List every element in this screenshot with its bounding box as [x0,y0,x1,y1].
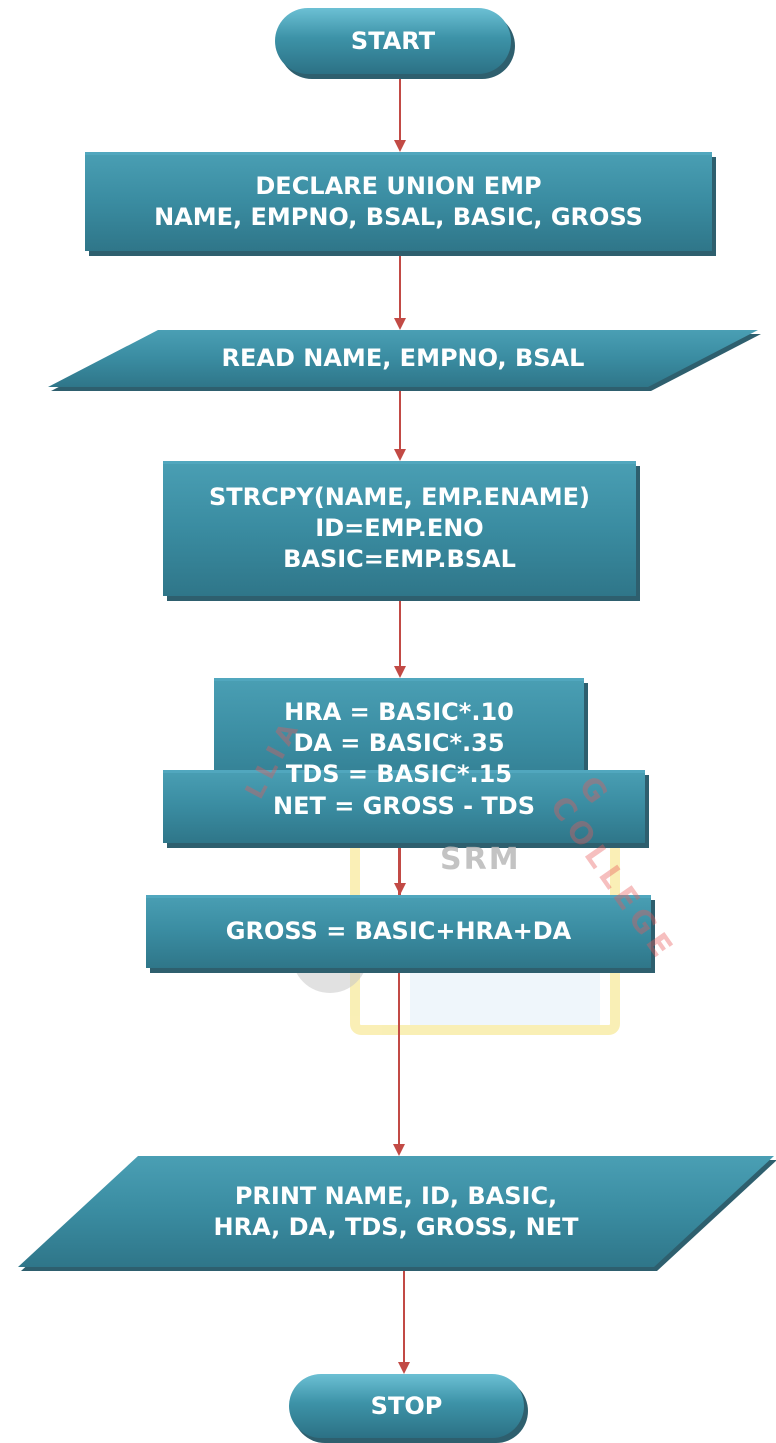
node-print-shape [18,1156,774,1267]
node-stop [289,1374,528,1443]
node-read-label: READ NAME, EMPNO, BSAL [221,344,585,372]
node-read-shape [48,330,758,387]
node-calc-label: HRA = BASIC*.10 DA = BASIC*.35 TDS = BAS… [284,698,514,788]
node-read [48,330,761,391]
node-net-highlight [163,770,645,773]
node-calc-highlight [214,678,584,681]
node-stop-label: STOP [370,1391,443,1420]
node-assign-label: STRCPY(NAME, EMP.ENAME) ID=EMP.ENO BASIC… [209,483,590,573]
node-net-shape [163,770,645,843]
node-declare-label: DECLARE UNION EMP NAME, EMPNO, BSAL, BAS… [154,171,643,231]
node-start [275,8,515,79]
node-gross-shape [146,895,651,968]
node-print-label: PRINT NAME, ID, BASIC, HRA, DA, TDS, GRO… [213,1181,579,1241]
node-declare-highlight [85,152,712,155]
node-gross-highlight [146,895,651,898]
node-declare-shape [85,152,712,251]
node-declare [85,152,716,256]
node-gross [146,895,655,973]
node-assign-highlight [163,461,636,464]
node-print [18,1156,776,1271]
node-assign-shape [163,461,636,596]
watermark-srm-text: SRM [440,842,521,877]
node-start-shape [275,8,511,74]
nodes-layer [18,8,776,1443]
node-gross-label: GROSS = BASIC+HRA+DA [225,917,572,945]
node-assign [163,461,640,601]
node-start-label: START [350,26,436,55]
node-net [163,770,649,848]
node-net-label: NET = GROSS - TDS [273,792,535,820]
node-stop-shape [289,1374,524,1438]
